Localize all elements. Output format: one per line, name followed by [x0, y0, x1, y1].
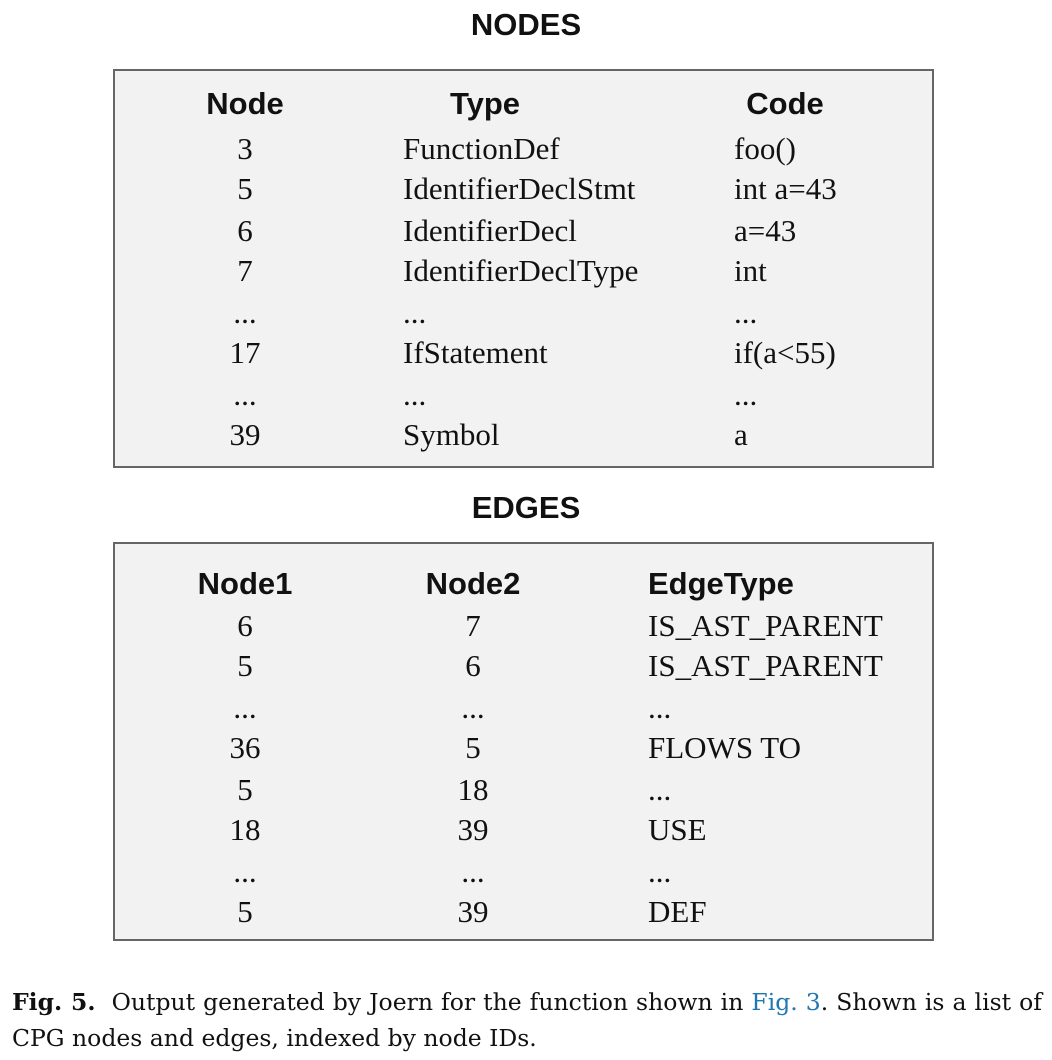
- nodes-cell-node: ...: [233, 377, 257, 412]
- edges-cell-node1: 5: [237, 772, 253, 807]
- figure-label: Fig. 5.: [12, 988, 96, 1016]
- nodes-header-type: Type: [449, 86, 521, 121]
- nodes-cell-code: a=43: [734, 213, 797, 248]
- nodes-cell-node: 6: [237, 213, 253, 248]
- nodes-cell-type: IdentifierDeclStmt: [403, 171, 636, 206]
- caption-text-after: . Shown is a list of CPG nodes and edges…: [12, 988, 1042, 1052]
- edges-cell-node2: 39: [457, 812, 489, 847]
- edges-header-node2: Node2: [425, 566, 521, 601]
- edges-cell-node2: 7: [465, 608, 481, 643]
- nodes-cell-type: Symbol: [403, 417, 500, 452]
- edges-cell-node1: ...: [233, 690, 257, 725]
- nodes-cell-type: ...: [403, 377, 427, 412]
- nodes-cell-node: 3: [237, 131, 253, 166]
- nodes-cell-type: IdentifierDeclType: [403, 253, 639, 288]
- nodes-cell-code: int a=43: [734, 171, 837, 206]
- nodes-cell-node: 39: [229, 417, 261, 452]
- edges-cell-edgetype: ...: [648, 772, 672, 807]
- edges-header-edgetype: EdgeType: [648, 566, 794, 601]
- nodes-cell-code: ...: [734, 295, 758, 330]
- edges-cell-node1: 6: [237, 608, 253, 643]
- edges-cell-node2: ...: [461, 854, 485, 889]
- edges-header-node1: Node1: [197, 566, 293, 601]
- nodes-title: NODES: [470, 7, 582, 42]
- edges-cell-edgetype: FLOWS TO: [648, 730, 802, 765]
- nodes-cell-type: ...: [403, 295, 427, 330]
- edges-cell-node2: ...: [461, 690, 485, 725]
- edges-cell-node2: 5: [465, 730, 481, 765]
- edges-cell-edgetype: ...: [648, 690, 672, 725]
- nodes-cell-node: ...: [233, 295, 257, 330]
- edges-cell-node2: 18: [457, 772, 489, 807]
- edges-cell-node1: ...: [233, 854, 257, 889]
- edges-cell-node1: 18: [229, 812, 261, 847]
- nodes-cell-code: a: [734, 417, 748, 452]
- nodes-cell-code: foo(): [734, 131, 796, 166]
- nodes-cell-node: 5: [237, 171, 253, 206]
- nodes-cell-type: IdentifierDecl: [403, 213, 577, 248]
- edges-cell-edgetype: IS_AST_PARENT: [648, 608, 883, 643]
- nodes-cell-code: int: [734, 253, 767, 288]
- edges-cell-node1: 5: [237, 648, 253, 683]
- nodes-cell-code: if(a<55): [734, 335, 836, 370]
- edges-cell-node2: 39: [457, 894, 489, 929]
- figure-caption: Fig. 5. Output generated by Joern for th…: [12, 984, 1042, 1056]
- nodes-cell-type: IfStatement: [403, 335, 548, 370]
- edges-cell-edgetype: IS_AST_PARENT: [648, 648, 883, 683]
- figure-reference-link[interactable]: Fig. 3: [751, 988, 821, 1016]
- edges-cell-node1: 5: [237, 894, 253, 929]
- edges-title: EDGES: [471, 490, 581, 525]
- edges-cell-edgetype: DEF: [648, 894, 707, 929]
- nodes-header-node: Node: [206, 86, 284, 121]
- nodes-cell-type: FunctionDef: [403, 131, 560, 166]
- nodes-cell-node: 17: [229, 335, 261, 370]
- caption-text-before: Output generated by Joern for the functi…: [111, 988, 744, 1016]
- nodes-cell-code: ...: [734, 377, 758, 412]
- edges-cell-node1: 36: [229, 730, 261, 765]
- nodes-cell-node: 7: [237, 253, 253, 288]
- edges-cell-edgetype: ...: [648, 854, 672, 889]
- nodes-header-code: Code: [746, 86, 824, 121]
- edges-cell-node2: 6: [465, 648, 481, 683]
- edges-cell-edgetype: USE: [648, 812, 707, 847]
